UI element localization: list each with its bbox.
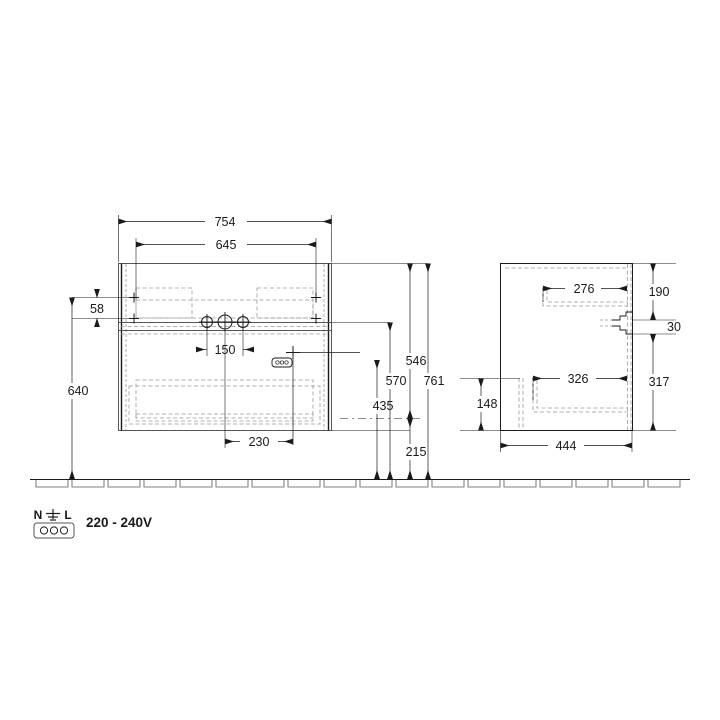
dim-444-label: 444 [556, 439, 577, 453]
electrical-supply-note: N L 220 - 240V [33, 508, 152, 539]
dim-148-label: 148 [477, 397, 498, 411]
voltage-label: 220 - 240V [86, 515, 152, 530]
terminal-hole-l [59, 526, 69, 535]
terminal-l-label: L [64, 508, 71, 522]
tap-hole-center [215, 312, 235, 332]
upper-drawer-hidden-inner [546, 290, 628, 303]
dim-58-label: 58 [90, 302, 104, 316]
dim-326-label: 326 [568, 372, 589, 386]
terminal-block-outline [33, 522, 75, 539]
upper-drawer-hidden-box [542, 290, 628, 307]
terminal-hole-e [49, 526, 59, 535]
notch-profile-lower [612, 325, 632, 335]
side-view-group [500, 263, 633, 431]
socket-outlet-icon [271, 357, 293, 368]
lower-drawer-hidden-inner [536, 380, 628, 409]
dim-546-label: 546 [406, 354, 427, 368]
notch-profile-upper [612, 311, 632, 321]
terminal-n-label: N [34, 508, 43, 522]
front-view-dimensions: 754 645 58 640 150 230 [62, 213, 332, 479]
front-view-group [118, 263, 360, 445]
upper-drawer-cutout-left [135, 287, 193, 319]
floor-hatch-line [30, 478, 690, 488]
dim-761-label: 761 [424, 374, 445, 388]
dim-30-label: 30 [667, 320, 681, 334]
dim-645-label: 645 [216, 238, 237, 252]
mounting-cross-lower-right [311, 313, 321, 324]
vertical-dimension-stack: 435 570 546 215 761 [331, 263, 446, 479]
lower-drawer-outer-box [135, 379, 314, 419]
dim-754-label: 754 [215, 215, 236, 229]
side-cabinet-outline [500, 263, 633, 431]
lower-drawer-profile-front [532, 377, 540, 400]
upper-drawer-profile-front [542, 287, 550, 302]
dim-230-label: 230 [249, 435, 270, 449]
dim-570-label: 570 [386, 374, 407, 388]
dim-317-label: 317 [649, 375, 670, 389]
upper-drawer-cutout-right [256, 287, 314, 319]
side-view-dimensions: 276 190 30 317 326 148 444 [460, 263, 681, 454]
lower-drawer-rail [135, 413, 314, 422]
upper-drawer-inner-box [135, 299, 314, 319]
dim-215-label: 215 [406, 445, 427, 459]
dim-276-label: 276 [574, 282, 595, 296]
dim-640-label: 640 [68, 384, 89, 398]
dim-190-label: 190 [649, 285, 670, 299]
lower-drawer-inner-box [128, 385, 321, 425]
earth-ground-icon [46, 509, 60, 521]
terminal-hole-n [39, 526, 49, 535]
